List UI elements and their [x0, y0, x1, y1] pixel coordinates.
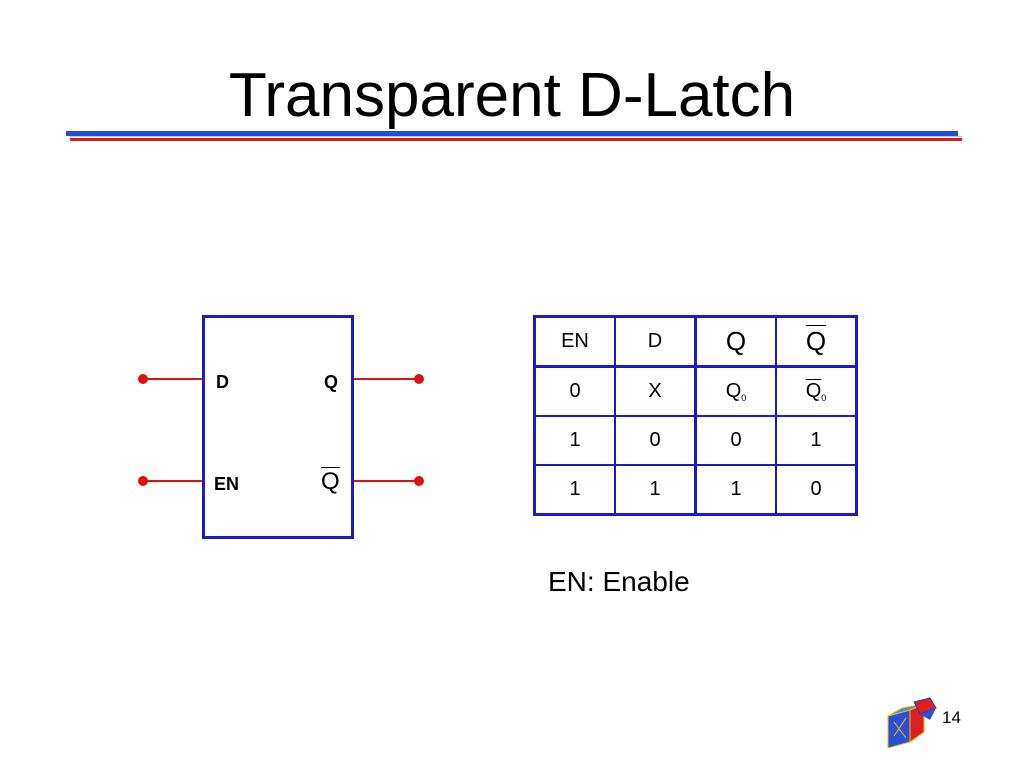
cell-r2-qbar: 0 [775, 464, 858, 516]
cell-r0-q: Q0 [694, 365, 777, 417]
logo-icon [887, 697, 937, 749]
table-row: 0 X Q0 Q0 [533, 365, 858, 417]
table-row: 1 0 0 1 [533, 415, 858, 466]
title-rule-red [70, 138, 962, 141]
page-number: 14 [942, 708, 961, 727]
enable-caption: EN: Enable [548, 566, 690, 597]
pin-label-en: EN [214, 474, 240, 494]
cell-r2-d: 1 [614, 464, 697, 516]
cell-r0-en: 0 [533, 365, 616, 417]
cell-r2-q: 1 [694, 464, 777, 516]
slide-title: Transparent D-Latch [228, 61, 796, 130]
terminal-qbar-out [414, 476, 424, 486]
header-en: EN [533, 315, 616, 368]
cell-r1-q: 0 [694, 415, 777, 466]
cell-r1-d: 0 [614, 415, 697, 466]
header-qbar: Q [775, 315, 858, 368]
header-qbar-text: Q [805, 326, 827, 356]
d-latch-block [202, 315, 354, 539]
title-rule-blue [66, 131, 958, 136]
cell-r0-qbar-subscript: 0 [821, 393, 827, 403]
header-q: Q [694, 315, 777, 368]
table-row: 1 1 1 0 [533, 464, 858, 516]
terminal-en-in [138, 476, 148, 486]
cell-r0-qbar: Q0 [775, 365, 858, 417]
pin-label-d: D [216, 372, 229, 392]
truth-table-header-row: EN D Q Q [533, 315, 858, 368]
cell-r0-q-subscript: 0 [741, 393, 747, 403]
pin-label-q: Q [324, 372, 339, 392]
cell-r0-d: X [614, 365, 697, 417]
truth-table: EN D Q Q 0 X Q0 Q0 1 0 0 1 1 1 1 0 [533, 315, 858, 516]
cell-r0-q-symbol: Q [725, 380, 742, 402]
cell-r2-en: 1 [533, 464, 616, 516]
cell-r1-qbar: 1 [775, 415, 858, 466]
cell-r0-qbar-symbol: Q [805, 380, 822, 402]
title-rule-shadow [70, 136, 962, 137]
terminal-d-in [138, 374, 148, 384]
header-d: D [614, 315, 697, 368]
cell-r1-en: 1 [533, 415, 616, 466]
terminal-q-out [414, 374, 424, 384]
pin-label-qbar: Q [321, 468, 340, 495]
